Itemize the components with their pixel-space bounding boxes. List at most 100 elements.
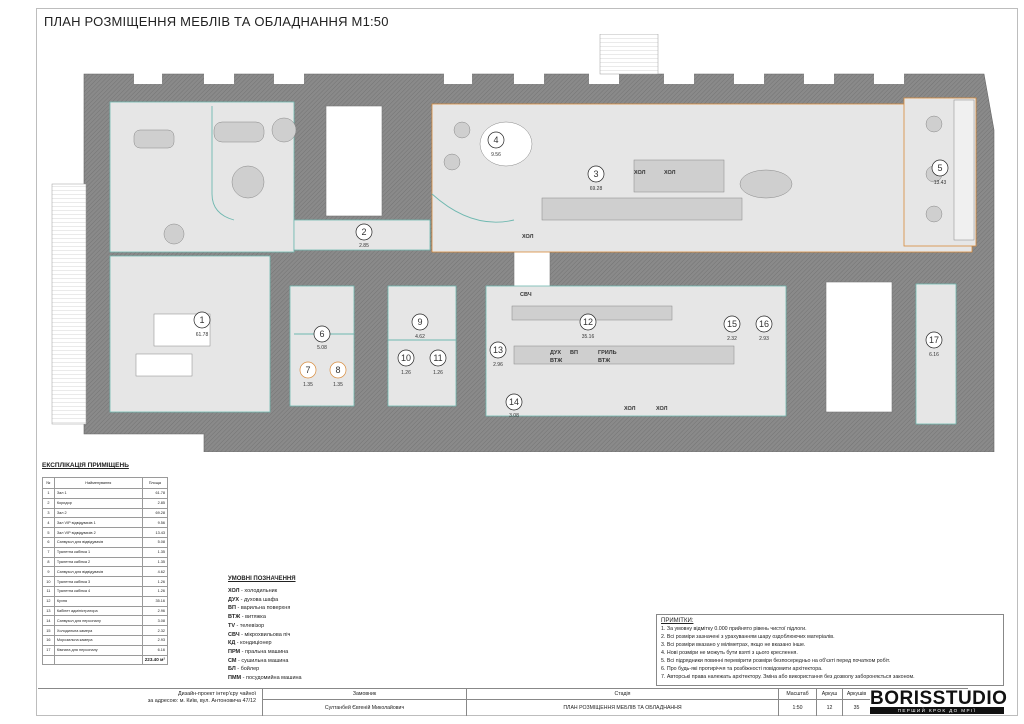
room-area: 69.28: [141, 507, 169, 519]
legend-desc: - сушильна машина: [236, 657, 289, 664]
stage-value: ПЛАН РОЗМІЩЕННЯ МЕБЛІВ ТА ОБЛАДНАННЯ: [563, 705, 682, 711]
explication-header-row: № Найменування Площа: [42, 477, 169, 489]
room-area: 1.26: [141, 576, 169, 587]
room-marker-14: 143.08: [505, 393, 523, 419]
room-area: 1.26: [141, 585, 169, 597]
note-item: 7. Авторські права належать архітектору.…: [661, 674, 915, 680]
room-name: Туалетна кабінка 4: [53, 585, 143, 597]
vtzh2-label: ВТЖ: [598, 358, 610, 364]
room-number: 16: [42, 634, 55, 646]
stage-label: Стадія: [614, 691, 631, 697]
legend-code: КД: [228, 640, 236, 647]
room-area: 2.32: [141, 625, 169, 636]
svg-text:12: 12: [583, 317, 593, 327]
note-item: 6. Про будь-які протиріччя та розбіжност…: [661, 666, 823, 672]
title-block: Дизайн-проект інтер'єру чайної за адресо…: [38, 688, 968, 716]
legend-desc: - духова шафа: [239, 596, 279, 603]
legend-item: ПРМ - пральна машина: [228, 648, 368, 657]
room-area: 35.16: [141, 595, 169, 607]
header-area: Площа: [141, 477, 169, 489]
room-marker-16: 162.93: [755, 315, 773, 342]
svg-text:9.56: 9.56: [491, 152, 501, 158]
brand-name: BORISSTUDIO: [870, 688, 1008, 709]
legend-code: ПММ: [228, 675, 242, 682]
room-name: Санвузол для відвідувачів: [53, 536, 143, 548]
svg-text:1.26: 1.26: [433, 370, 443, 376]
total-area: 223.40 м²: [141, 654, 169, 666]
room-name: Кухня: [53, 595, 143, 607]
room-name: Морозильна камера: [53, 634, 143, 646]
partitions: [211, 106, 515, 341]
sheet-cell: Аркуш 12: [816, 689, 842, 716]
hol-label-3: ХОЛ: [522, 234, 534, 240]
hol-label-4: ХОЛ: [624, 406, 636, 412]
svg-text:10: 10: [401, 353, 411, 363]
room-marker-13: 132.96: [489, 341, 507, 368]
scale-value: 1:50: [792, 705, 803, 711]
legend-desc: - варильна поверхня: [235, 605, 291, 612]
note-item: 3. Всі розміри вказано у міліметрах, якщ…: [661, 642, 806, 648]
svg-text:15: 15: [727, 319, 737, 329]
sheet-value: 12: [826, 705, 833, 711]
legend-code: ВТЖ: [228, 614, 241, 621]
room-marker-9: 94.62: [411, 313, 429, 340]
legend-item: БЛ - бойлер: [228, 665, 368, 674]
stage-cell: Стадія ПЛАН РОЗМІЩЕННЯ МЕБЛІВ ТА ОБЛАДНА…: [466, 689, 778, 716]
legend-item: ДУХ - духова шафа: [228, 596, 368, 605]
room-marker-6: 65.08: [313, 325, 331, 351]
svg-text:5.08: 5.08: [317, 345, 327, 351]
header-name: Найменування: [53, 477, 143, 489]
sheet-title: ПЛАН РОЗМІЩЕННЯ МЕБЛІВ ТА ОБЛАДНАННЯ М1:…: [44, 14, 389, 29]
room-marker-8: 81.35: [329, 361, 347, 388]
svg-text:8: 8: [335, 365, 340, 375]
room-area: 61.78: [141, 488, 169, 499]
svg-text:1: 1: [199, 315, 204, 325]
svg-text:2.32: 2.32: [727, 336, 737, 342]
client-value: Султанбей Євгеній Миколайович: [324, 705, 405, 711]
legend-item: ВП - варильна поверхня: [228, 604, 368, 613]
note-item: 2. Всі розміри зазначені з урахуванням ш…: [661, 634, 835, 640]
floor-plan-drawing: ХОЛ ХОЛ ХОЛ ДУХ ВП ГРИЛЬ ВТЖ ВТЖ СВЧ ХОЛ…: [51, 34, 995, 452]
upper-stair: [599, 34, 659, 75]
svg-text:61.78: 61.78: [196, 332, 209, 338]
explication-table-section: ЕКСПЛІКАЦІЯ ПРИМІЩЕНЬ № Найменування Пло…: [42, 462, 194, 666]
svg-text:6.16: 6.16: [929, 352, 939, 358]
room-name: Туалетна кабінка 3: [53, 576, 143, 587]
room-marker-10: 101.26: [397, 349, 415, 376]
project-line-1: Дизайн-проект інтер'єру чайної: [178, 691, 256, 697]
note-item: 5. Всі підрядники повинні перевірити роз…: [661, 658, 891, 664]
room-number: 3: [42, 507, 55, 519]
svg-text:13: 13: [493, 345, 503, 355]
sheets-label: Аркушів: [846, 691, 867, 697]
notes-box: ПРИМІТКИ: 1. За умовну відмітку 0.000 пр…: [656, 614, 1004, 686]
svg-text:9: 9: [417, 317, 422, 327]
notes-title: ПРИМІТКИ:: [661, 618, 694, 624]
legend-item: ХОЛ - холодильник: [228, 587, 368, 596]
hriv-label: ГРИЛЬ: [598, 350, 617, 356]
project-description: Дизайн-проект інтер'єру чайної за адресо…: [38, 691, 262, 705]
room-area: 2.93: [141, 634, 169, 646]
room-name: Санвузол для персоналу: [53, 615, 143, 627]
svg-text:1.35: 1.35: [333, 382, 343, 388]
hol-label-2: ХОЛ: [664, 170, 676, 176]
svg-text:11: 11: [433, 353, 442, 363]
brand-tagline: ПЕРШИЙ КРОК ДО МРІЇ: [870, 707, 1004, 714]
room-name: Коридор: [53, 497, 143, 509]
svch-label: СВЧ: [520, 292, 532, 298]
client-cell: Замовник Султанбей Євгеній Миколайович: [262, 689, 466, 716]
legend-item: ПММ - посудомийна машина: [228, 674, 368, 683]
sheets-cell: Аркушів 35: [842, 689, 870, 716]
svg-text:4.62: 4.62: [415, 334, 425, 340]
svg-text:2: 2: [361, 227, 366, 237]
room-area: 9.56: [141, 517, 169, 529]
room-area: 1.35: [141, 546, 169, 558]
room-number: 9: [42, 566, 55, 578]
